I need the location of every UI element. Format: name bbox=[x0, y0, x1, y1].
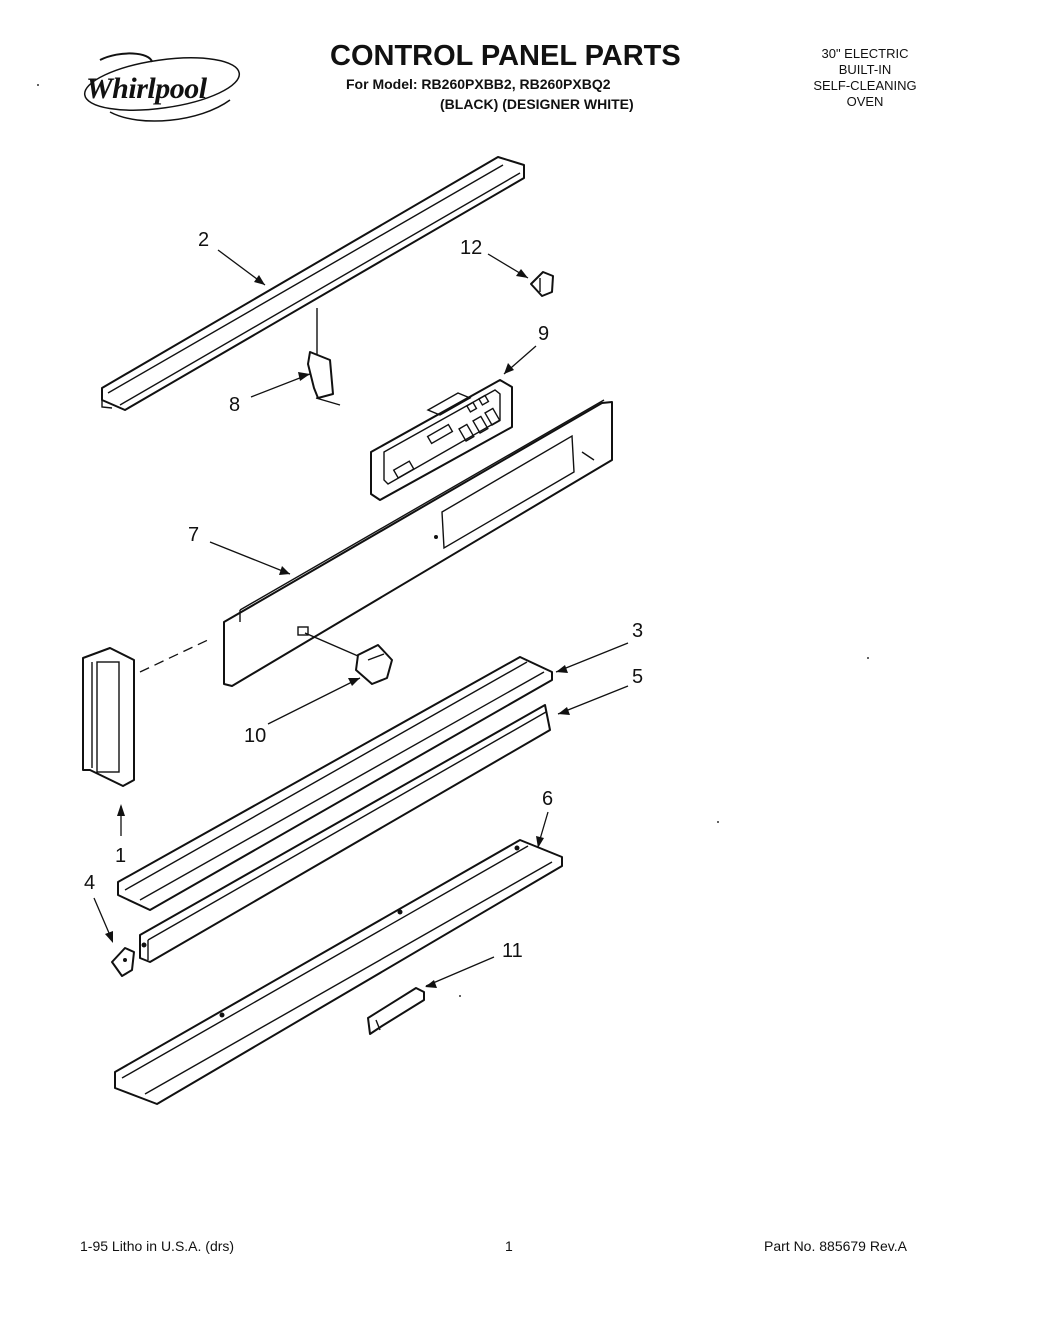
part-12-clip bbox=[530, 271, 554, 297]
oven-type-block: 30" ELECTRIC BUILT-IN SELF-CLEANING OVEN bbox=[790, 46, 940, 110]
oven-type-line: OVEN bbox=[846, 94, 884, 109]
part-5-trim bbox=[139, 704, 551, 963]
callout-2: 2 bbox=[198, 229, 209, 251]
footer-litho: 1-95 Litho in U.S.A. (drs) bbox=[80, 1238, 235, 1254]
callout-11: 11 bbox=[502, 940, 523, 962]
part-10-switch bbox=[304, 632, 393, 685]
callout-1: 1 bbox=[115, 845, 126, 867]
callout-6: 6 bbox=[542, 788, 553, 810]
part-11-spacer bbox=[367, 987, 425, 1035]
callout-8: 8 bbox=[229, 394, 240, 416]
callout-3: 3 bbox=[632, 620, 643, 642]
footer-page-number: 1 bbox=[505, 1238, 513, 1254]
part-2-top-trim bbox=[101, 156, 525, 411]
callout-12: 12 bbox=[460, 237, 482, 259]
model-numbers: For Model: RB260PXBB2, RB260PXBQ2 bbox=[346, 76, 611, 92]
oven-type-line: SELF-CLEANING bbox=[813, 78, 917, 93]
model-finishes: (BLACK) (DESIGNER WHITE) bbox=[440, 96, 634, 112]
part-1-end-cap bbox=[82, 637, 213, 787]
page-title: CONTROL PANEL PARTS bbox=[330, 40, 681, 72]
footer-part-number: Part No. 885679 Rev.A bbox=[764, 1238, 907, 1254]
callout-4: 4 bbox=[84, 872, 95, 894]
part-4-end-clip bbox=[111, 947, 135, 977]
whirlpool-logo: Whirlpool bbox=[80, 50, 250, 130]
callout-9: 9 bbox=[538, 323, 549, 345]
part-3-lower-trim bbox=[117, 656, 553, 911]
oven-type-line: 30" ELECTRIC bbox=[821, 46, 909, 61]
part-7-control-panel bbox=[223, 399, 613, 687]
callout-5: 5 bbox=[632, 666, 643, 688]
callout-10: 10 bbox=[244, 725, 266, 747]
oven-type-line: BUILT-IN bbox=[838, 62, 892, 77]
part-6-bottom-channel bbox=[114, 839, 563, 1105]
callout-leaders bbox=[93, 249, 629, 988]
whirlpool-swirl-icon bbox=[83, 52, 241, 122]
part-8-bracket bbox=[307, 308, 341, 406]
callout-7: 7 bbox=[188, 524, 199, 546]
logo-wordmark: Whirlpool bbox=[86, 72, 207, 105]
part-9-electronic-control bbox=[370, 379, 513, 501]
